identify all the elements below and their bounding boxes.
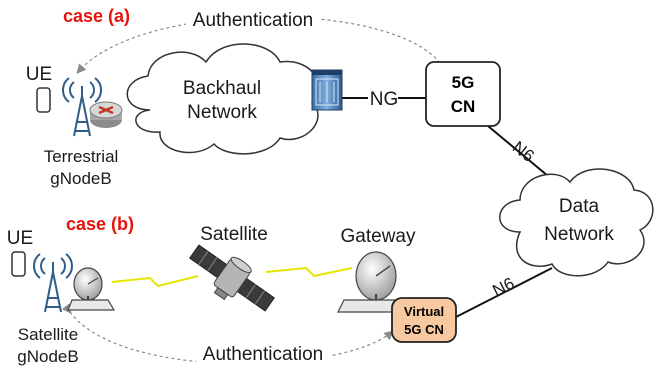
n6-bottom-line <box>453 267 553 319</box>
satellite-icon <box>189 244 275 312</box>
radio-link-right <box>265 266 353 278</box>
gnb-dish-icon <box>67 267 116 311</box>
virtual-core-box <box>391 297 457 343</box>
satellite-gnb-line2: gNodeB <box>17 347 78 366</box>
virtual-core-line1: Virtual <box>404 304 444 319</box>
ue-top-phone <box>36 87 51 113</box>
virtual-core-line2: 5G CN <box>404 322 444 337</box>
case-a-label: case (a) <box>63 6 130 26</box>
ue-bottom-label: UE <box>7 228 33 249</box>
gateway-label: Gateway <box>341 226 416 247</box>
terrestrial-tower-icon <box>62 77 102 137</box>
ng-label: NG <box>370 89 399 110</box>
router-icon <box>89 101 123 128</box>
gateway-dish-icon <box>337 251 412 313</box>
radio-link-left <box>111 275 199 288</box>
n6-bottom-label: N6 <box>490 274 518 301</box>
data-network-line2: Network <box>544 224 614 245</box>
satellite-gnb-line1: Satellite <box>18 325 78 344</box>
ue-top-label: UE <box>26 64 52 85</box>
case-b-label: case (b) <box>66 214 134 234</box>
auth-top-label: Authentication <box>193 10 313 31</box>
terrestrial-gnb-line2: gNodeB <box>50 169 111 188</box>
satellite-tower-icon <box>33 253 73 313</box>
auth-bottom-arc <box>61 303 394 365</box>
auth-bottom-label: Authentication <box>203 344 323 365</box>
terrestrial-gnb-line1: Terrestrial <box>44 147 119 166</box>
n6-top-label: N6 <box>509 137 538 165</box>
core-5g-line2: CN <box>451 97 476 116</box>
server-icon <box>311 69 343 111</box>
backhaul-line2: Network <box>187 102 257 123</box>
backhaul-line1: Backhaul <box>183 78 261 99</box>
data-network-line1: Data <box>559 196 600 217</box>
core-5g-box <box>425 61 501 127</box>
ue-bottom-phone <box>11 251 26 277</box>
core-5g-line1: 5G <box>452 73 475 92</box>
data-network-cloud <box>499 168 654 277</box>
satellite-label: Satellite <box>200 224 268 245</box>
